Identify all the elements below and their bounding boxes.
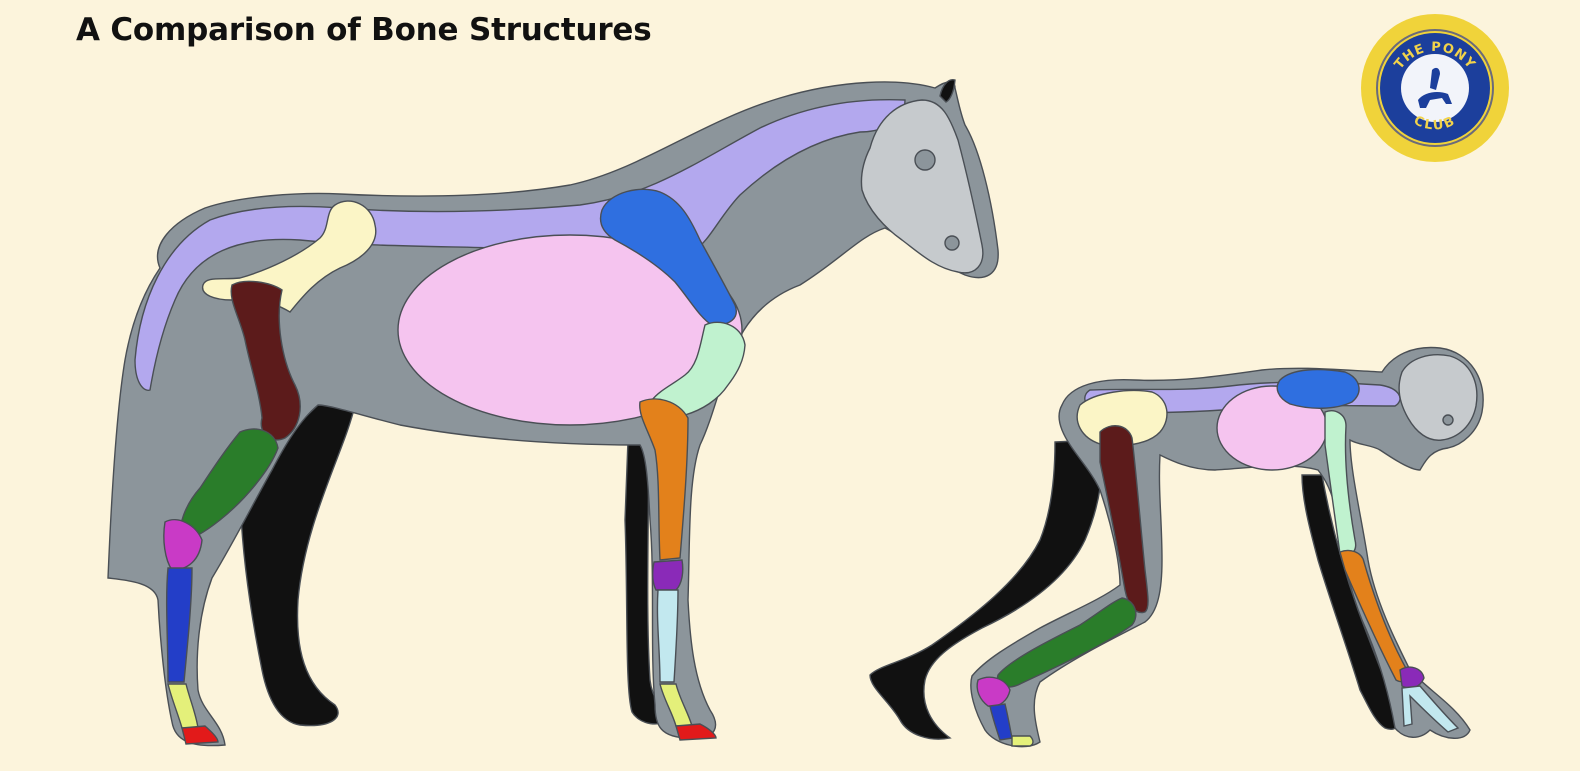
horse-figure (108, 80, 998, 746)
human-scapula (1277, 370, 1359, 409)
human-eye-socket (1443, 415, 1453, 425)
horse-nostril (945, 236, 959, 250)
human-toes (1012, 736, 1033, 746)
horse-fore-cannon (657, 590, 678, 682)
horse-eye-socket (915, 150, 935, 170)
human-figure (870, 348, 1483, 747)
horse-carpus (653, 560, 683, 590)
pony-club-logo: THE PONY CLUB (1361, 14, 1509, 162)
